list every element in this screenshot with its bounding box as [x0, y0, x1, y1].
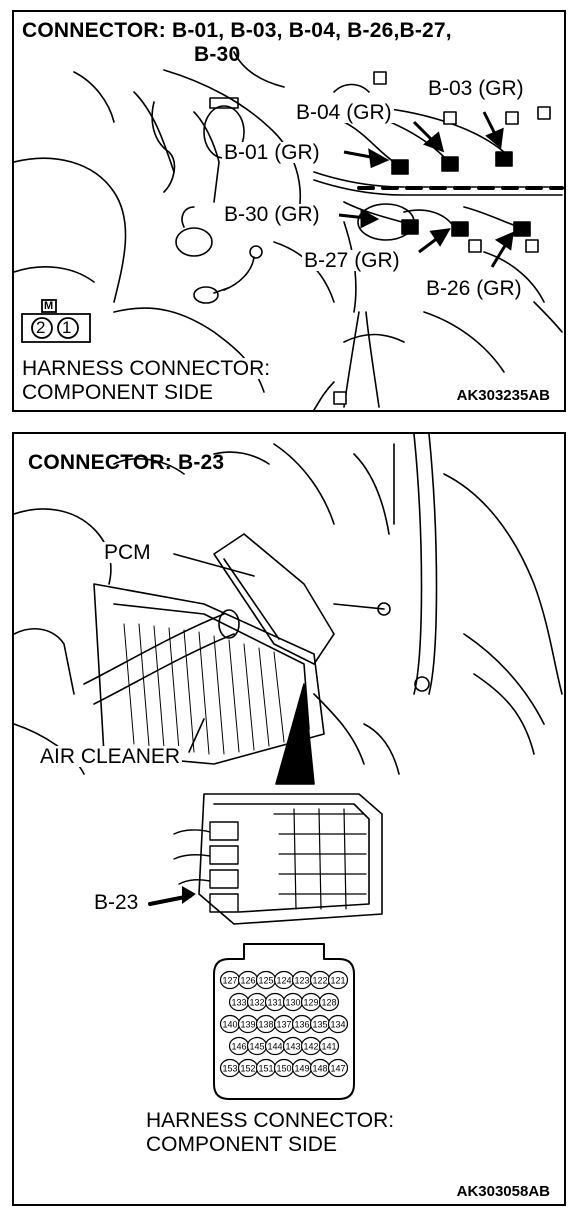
pin-label-125: 125 [258, 976, 273, 986]
panel2-title: CONNECTOR: B-23 [28, 451, 225, 474]
callout-b26: B-26 (GR) [424, 277, 524, 300]
panel1-figure-code: AK303235AB [456, 387, 550, 404]
panel1-caption-line1: HARNESS CONNECTOR: [22, 357, 271, 380]
pin-label-122: 122 [312, 976, 327, 986]
pin-label-137: 137 [276, 1020, 291, 1030]
pin-label-132: 132 [249, 998, 264, 1008]
engine-harness-illustration [14, 51, 564, 410]
panel2-figure-code: AK303058AB [456, 1183, 550, 1200]
panel1-title-line2: B-30 [194, 43, 241, 66]
pin-label-136: 136 [294, 1020, 309, 1030]
panel1-title-line1: CONNECTOR: B-01, B-03, B-04, B-26,B-27, [22, 19, 452, 42]
connector-panel-b01-b30: CONNECTOR: B-01, B-03, B-04, B-26,B-27, … [12, 10, 566, 412]
panel2-caption-line1: HARNESS CONNECTOR: [146, 1109, 395, 1132]
pin-2-label: 2 [36, 318, 46, 337]
pin-circle-134 [327, 1014, 349, 1034]
callout-b04: B-04 (GR) [294, 101, 394, 124]
pin-label-147: 147 [330, 1064, 345, 1074]
panel2-caption-line2: COMPONENT SIDE [146, 1133, 337, 1156]
label-b23: B-23 [92, 891, 141, 914]
pin-header-label: M [44, 300, 54, 312]
pin-label-140: 140 [222, 1020, 237, 1030]
pin-label-145: 145 [249, 1042, 264, 1052]
pin-circle-128 [318, 992, 340, 1012]
pin-circle-141 [318, 1036, 340, 1056]
pin-label-152: 152 [240, 1064, 255, 1074]
callout-b30: B-30 (GR) [222, 203, 322, 226]
pin-label-143: 143 [285, 1042, 300, 1052]
panel1-caption-line2: COMPONENT SIDE [22, 381, 213, 404]
pin-label-146: 146 [231, 1042, 246, 1052]
pin-label-133: 133 [231, 998, 246, 1008]
pin-circle-121 [327, 970, 349, 990]
pin-label-153: 153 [222, 1064, 237, 1074]
pin-label-127: 127 [222, 976, 237, 986]
pin-label-130: 130 [285, 998, 300, 1008]
pin-label-126: 126 [240, 976, 255, 986]
pin-label-128: 128 [321, 998, 336, 1008]
pin-circle-147 [327, 1058, 349, 1078]
pin-label-138: 138 [258, 1020, 273, 1030]
callout-b27: B-27 (GR) [302, 249, 402, 272]
callout-b01: B-01 (GR) [222, 141, 322, 164]
pin-1-label: 1 [62, 318, 72, 337]
pin-label-141: 141 [321, 1042, 336, 1052]
pin-label-151: 151 [258, 1064, 273, 1074]
pin-label-149: 149 [294, 1064, 309, 1074]
pin-label-139: 139 [240, 1020, 255, 1030]
pin-label-131: 131 [267, 998, 282, 1008]
label-pcm: PCM [102, 541, 153, 564]
pin-label-129: 129 [303, 998, 318, 1008]
pin-label-123: 123 [294, 976, 309, 986]
callout-b03: B-03 (GR) [426, 77, 526, 100]
pin-label-135: 135 [312, 1020, 327, 1030]
pin-label-124: 124 [276, 976, 291, 986]
pin-label-148: 148 [312, 1064, 327, 1074]
pin-label-142: 142 [303, 1042, 318, 1052]
label-air-cleaner: AIR CLEANER [38, 745, 183, 768]
pin-label-121: 121 [330, 976, 345, 986]
pin-label-144: 144 [267, 1042, 282, 1052]
pin-label-150: 150 [276, 1064, 291, 1074]
pin-label-134: 134 [330, 1020, 345, 1030]
